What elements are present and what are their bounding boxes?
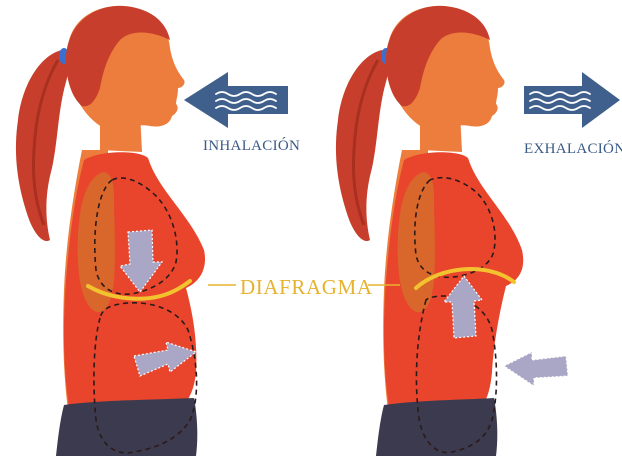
- arrow-left-icon: [184, 72, 288, 128]
- pants-exhale: [376, 398, 497, 456]
- arrow-right-icon: [524, 72, 620, 128]
- belly-in-arrow-icon: [504, 352, 568, 386]
- inhale-label: INHALACIÓN: [203, 138, 300, 155]
- exhale-label: EXHALACIÓN: [524, 141, 622, 158]
- ponytail: [336, 50, 389, 241]
- figure-exhale: [336, 6, 568, 456]
- diaphragm-label: DIAFRAGMA: [240, 275, 373, 300]
- ponytail: [16, 50, 69, 241]
- pants-inhale: [56, 398, 197, 456]
- figure-inhale: [16, 6, 205, 456]
